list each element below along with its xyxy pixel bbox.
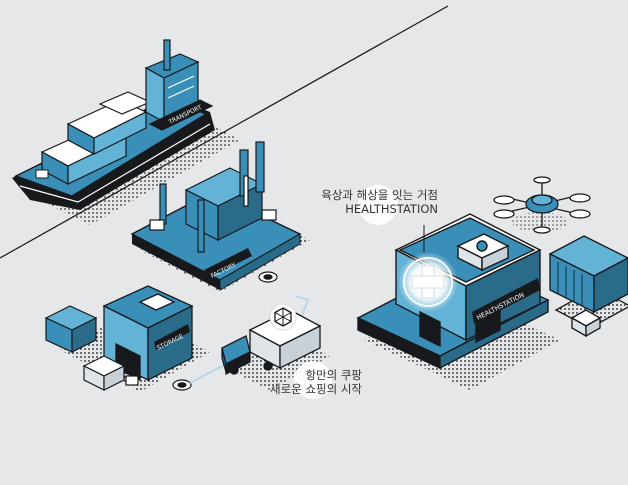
- health-station: HEALTHSTATION: [356, 213, 560, 390]
- truck-caption-line1: 항만의 쿠팡: [305, 368, 362, 382]
- truck-caption: 항만의 쿠팡 새로운 쇼핑의 시작: [250, 368, 362, 396]
- station-caption-line1: 육상과 해상을 잇는 거점: [321, 188, 438, 202]
- ship: TRANSPORT: [12, 39, 240, 225]
- hexagon-ball-icon: [269, 303, 297, 331]
- container: [548, 235, 628, 338]
- factory: FACTORY: [130, 141, 310, 292]
- station-caption: 육상과 해상을 잇는 거점 HEALTHSTATION: [296, 188, 438, 216]
- drone: [493, 176, 591, 234]
- location-marker: [172, 271, 278, 391]
- plus-cross: [411, 265, 445, 299]
- station-caption-line2: HEALTHSTATION: [345, 202, 438, 216]
- truck-caption-line2: 새로운 쇼핑의 시작: [270, 382, 362, 396]
- storage-building: STORAGE: [44, 285, 210, 392]
